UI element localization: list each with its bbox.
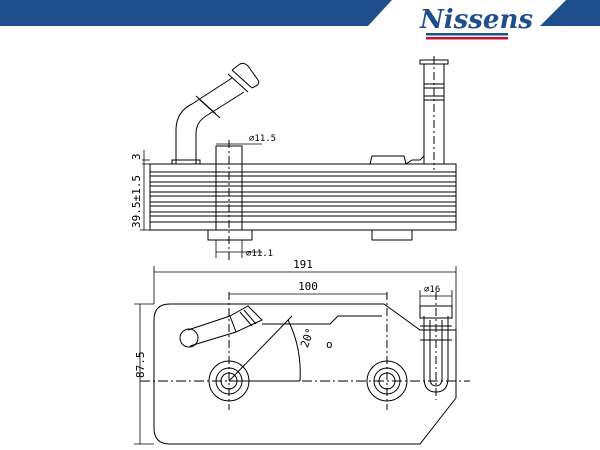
- bottom-boss-right: [371, 229, 413, 241]
- side-view: [149, 56, 457, 262]
- plan-dims: [134, 266, 457, 445]
- logo-underline-red: [426, 37, 508, 40]
- cooler-body: [149, 163, 457, 231]
- dim-angle: 20°: [298, 326, 317, 349]
- dim-tube-dia: ⌀16: [424, 285, 440, 295]
- side-view-dims: [140, 143, 262, 258]
- plan-view: [140, 292, 470, 445]
- bent-tube-base: [171, 159, 201, 164]
- plate-outline: [153, 303, 457, 445]
- dim-overall-width: 87.5: [134, 352, 147, 379]
- bent-tube-end: [231, 62, 260, 89]
- bent-tube-rings: [195, 69, 253, 119]
- header-bar-right: [540, 0, 600, 26]
- plan-tube-collar: [229, 305, 263, 333]
- bottom-boss-left: [207, 229, 253, 241]
- bent-tube: [175, 77, 245, 164]
- dim-overall-length: 191: [293, 258, 313, 271]
- dim-tube-top: 3: [130, 153, 143, 160]
- plan-mark: o: [326, 338, 333, 351]
- logo-text: Nissens: [419, 5, 533, 35]
- logo-underline-blue: [426, 33, 508, 36]
- nissens-logo: Nissens: [419, 5, 533, 40]
- dim-inlet-dia: ⌀11.1: [246, 249, 273, 259]
- straight-tube-cap: [419, 59, 449, 65]
- plan-tube-end-left: [179, 328, 199, 348]
- angle-arc: [287, 319, 301, 382]
- plan-bent-tube: [187, 315, 237, 347]
- plan-tube-cap: [419, 305, 453, 319]
- cooler-fins: [150, 171, 456, 223]
- dim-outlet-dia: ⌀11.5: [249, 134, 276, 144]
- dim-height: 39.5±1.5: [130, 175, 143, 228]
- top-plate: [150, 155, 407, 165]
- dim-center-distance: 100: [298, 280, 318, 293]
- header-bar-left: [0, 0, 392, 26]
